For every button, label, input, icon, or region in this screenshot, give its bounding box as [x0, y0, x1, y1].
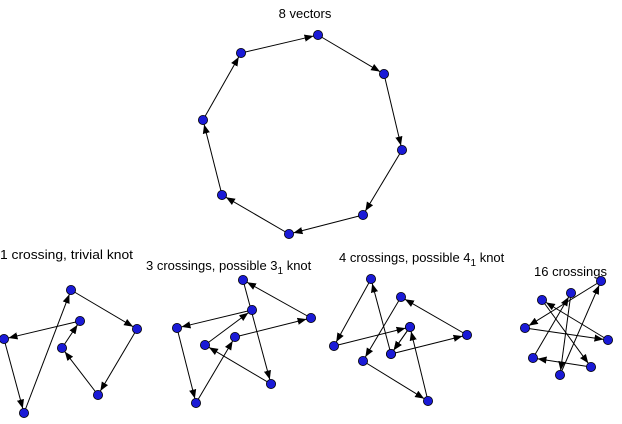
- octagon-node-4: [357, 209, 368, 220]
- trefoil-title-suffix: knot: [283, 258, 312, 273]
- star-node-4: [520, 322, 531, 333]
- octagon-vector-3: [364, 149, 403, 212]
- figure8-node-9: [404, 321, 415, 332]
- star-node-7: [586, 361, 597, 372]
- trivial-node-4: [57, 342, 68, 353]
- trivial-node-6: [0, 334, 9, 344]
- figure8-vector-4: [390, 334, 463, 355]
- octagon-vector-6: [202, 124, 223, 196]
- trefoil-vector-4: [181, 309, 253, 329]
- octagon-node-7: [197, 115, 208, 126]
- figure8-vector-2: [333, 326, 406, 347]
- trefoil-node-3: [199, 339, 210, 350]
- octagon-vector-1: [317, 34, 381, 73]
- trivial-vector-5: [8, 320, 81, 340]
- trefoil-vector-1: [242, 279, 271, 380]
- trivial-node-5: [75, 315, 86, 326]
- figure8-node-2: [328, 340, 339, 351]
- octagon-vector-8: [240, 34, 314, 54]
- octagon-node-8: [235, 48, 246, 59]
- trefoil-vector-6: [195, 340, 234, 404]
- trefoil-vector-7: [234, 317, 307, 338]
- trefoil-title-prefix: 3 crossings, possible 3: [146, 258, 278, 273]
- star-vector-6: [541, 299, 589, 364]
- figure8-vector-7: [362, 360, 425, 400]
- star-node-3: [596, 275, 607, 286]
- octagon-vector-2: [383, 73, 403, 146]
- star-node-2: [555, 369, 566, 380]
- octagon-graph: [197, 29, 407, 239]
- vector-graphs: [0, 29, 614, 418]
- trefoil-vector-2: [208, 346, 272, 385]
- trefoil-title: 3 crossings, possible 31 knot: [146, 258, 312, 277]
- octagon-vector-7: [202, 56, 240, 121]
- octagon-vector-4: [293, 214, 364, 235]
- trivial-node-2: [131, 323, 142, 334]
- figure8-node-6: [395, 291, 406, 302]
- trivial-vector-1: [70, 289, 134, 328]
- trivial-vector-2: [99, 328, 138, 392]
- figure-eight-title-subscript: 1: [471, 258, 477, 269]
- trefoil-vector-5: [176, 327, 197, 399]
- figure8-node-7: [357, 355, 368, 366]
- trefoil-node-7: [229, 331, 240, 342]
- trefoil-node-5: [171, 322, 182, 333]
- figure8-node-8: [422, 395, 433, 406]
- trivial-vector-6: [3, 338, 24, 409]
- star-node-6: [537, 294, 548, 305]
- star-vector-7: [537, 356, 592, 368]
- trefoil-title-subscript: 1: [278, 266, 284, 277]
- trivial-graph: [0, 284, 142, 418]
- star-node-1: [566, 287, 577, 298]
- trefoil-node-4: [246, 304, 257, 315]
- figure8-node-10: [385, 348, 396, 359]
- trefoil-graph: [171, 274, 316, 408]
- figure-eight-title-suffix: knot: [476, 250, 505, 265]
- octagon-node-1: [312, 29, 323, 40]
- figure8-vector-5: [404, 298, 468, 336]
- trefoil-node-2: [265, 378, 276, 389]
- figure-eight-title: 4 crossings, possible 41 knot: [339, 250, 505, 269]
- trivial-node-3: [93, 389, 104, 400]
- figure8-vector-6: [364, 296, 402, 358]
- star-vector-4: [524, 327, 604, 342]
- star-vector-5: [545, 301, 609, 341]
- octagon-title: 8 vectors: [279, 6, 332, 21]
- octagon-node-2: [378, 69, 389, 80]
- figure8-graph: [328, 273, 472, 406]
- octagon-node-5: [283, 228, 294, 239]
- trivial-knot-title-text: 1 crossing, trivial knot: [0, 247, 133, 262]
- figure-eight-title-prefix: 4 crossings, possible 4: [339, 250, 471, 265]
- star-graph: [520, 275, 614, 380]
- figure8-node-5: [461, 329, 472, 340]
- figure8-vector-10: [371, 283, 392, 355]
- trefoil-vector-8: [246, 281, 312, 319]
- figure8-node-1: [365, 273, 376, 284]
- octagon-vector-5: [225, 196, 290, 235]
- trivial-knot-title: 1 crossing, trivial knot: [0, 247, 133, 262]
- trefoil-node-8: [305, 312, 316, 323]
- star-node-5: [603, 334, 614, 345]
- star-title: 16 crossings: [534, 264, 607, 279]
- trivial-vector-7: [23, 294, 70, 414]
- octagon-node-3: [396, 144, 407, 155]
- octagon-node-6: [216, 189, 227, 200]
- figure8-vector-1: [335, 278, 372, 343]
- trefoil-vector-3: [204, 312, 249, 346]
- star-vector-2: [559, 285, 600, 376]
- trefoil-node-1: [237, 274, 248, 285]
- star-node-8: [528, 352, 539, 363]
- trivial-vector-3: [64, 351, 99, 396]
- trivial-node-1: [66, 284, 77, 295]
- trefoil-node-6: [190, 397, 201, 408]
- star-vector-8: [532, 296, 570, 359]
- trivial-node-7: [18, 407, 29, 418]
- figure8-vector-8: [409, 331, 429, 402]
